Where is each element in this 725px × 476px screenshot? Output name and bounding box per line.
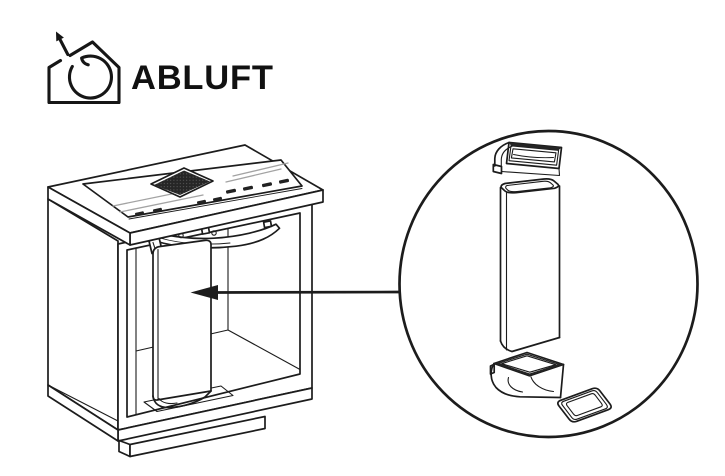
duct-channel-bottom [499,336,561,353]
bend-bottom-foot [489,363,496,375]
flat-duct-channel [499,178,561,353]
duct-bottom-inner [158,397,178,405]
duct-front-face [152,239,212,401]
hob-control-marks [135,178,290,216]
bend-top-cap-outer [493,141,510,167]
frame-mid [561,389,608,421]
frame-outer [556,387,613,423]
duct-bend-top [492,141,563,177]
zone-line-left-2 [119,194,204,213]
bend-bottom-seal-band [494,362,564,376]
bend-bottom-sweep-inner [507,376,524,393]
bend-top-seal-band [509,142,562,151]
arrow-line [214,290,401,294]
bend-top-foot [492,163,503,175]
plinth-band-left [47,384,119,442]
bend-bottom-outline [490,362,562,399]
duct-bottom-curve [152,390,212,409]
downdraft-unit [148,220,281,409]
plenum-screw-2 [211,230,217,236]
duct-bend-bottom [489,351,565,399]
callout-arrow [190,285,401,300]
bend-top-bottom-lip [500,167,561,177]
bend-top-opening [510,148,557,163]
bend-bottom-opening [501,355,557,373]
bend-bottom-sweep-channel [530,376,555,393]
hob-glass-edge-line [128,188,303,220]
cabinet-illustration [47,144,324,458]
duct-channel-fill [500,178,560,352]
arrow-head [190,285,218,300]
plinth-recessed-front [129,415,266,458]
frame-opening [565,393,603,417]
house-exhaust-air-icon [47,31,121,105]
zone-line-right-2 [225,168,282,183]
duct-channel-rim [500,178,560,194]
bend-top-cap-inner [500,145,514,167]
callout [398,129,699,439]
zone-line-right-1 [232,162,289,177]
plinth-line-left [47,384,119,422]
page-title: ABLUFT [131,59,274,97]
air-loop [67,54,113,100]
duct-connector-frame [556,387,613,423]
duct-channel-rim-inner [505,180,554,193]
plinth-recessed-left [118,439,131,458]
arrow-head-icon [56,31,64,42]
air-intake-grille [154,170,210,195]
induction-hob [82,159,303,220]
countertop-left-edge [47,186,131,246]
plenum-tab-2 [262,220,273,229]
bend-top-channel-line [513,154,554,159]
house-outline [47,40,121,105]
bend-bottom-right-edge [559,363,565,399]
arrow-shaft [58,38,70,57]
